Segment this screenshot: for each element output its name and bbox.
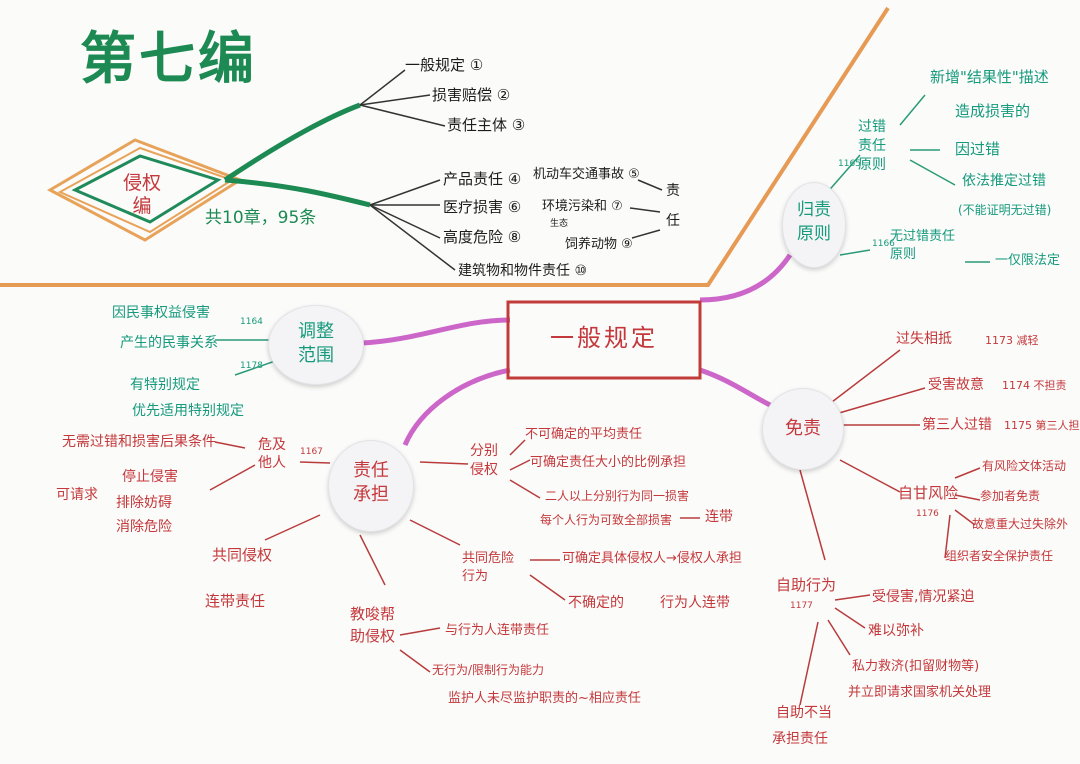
erren-text: 二人以上分别行为同一损害: [545, 489, 690, 503]
yin-guocuo-text: 因过错: [955, 140, 1001, 158]
top-branch-lines: [359, 69, 663, 271]
tiaozheng-number-1: 1164: [240, 317, 263, 327]
shouhai-result: 1174 不担责: [1002, 379, 1067, 392]
rhombus-label: 侵权编: [122, 172, 161, 217]
rhombus-inner: [71, 154, 222, 224]
ziyuan-number: 1176: [916, 509, 939, 519]
zaocheng-text: 造成损害的: [955, 102, 1031, 120]
responsibility-char-1: 责: [666, 183, 680, 199]
zizhu-number: 1177: [790, 601, 813, 611]
branch-item: 损害赔偿 ②: [432, 86, 511, 104]
xingwei-liandai-text: 行为人连带: [660, 595, 730, 611]
wu-text: 无行为/限制行为能力: [432, 663, 545, 677]
orange-divider-line: [0, 6, 890, 287]
motor-vehicle-item: 机动车交通事故 ⑤: [533, 167, 640, 182]
disan-label: 第三人过错: [922, 417, 992, 433]
animal-item: 饲养动物 ⑨: [565, 237, 633, 252]
page-title: 第七编: [80, 27, 257, 92]
guoshi-result: 1173 减轻: [985, 334, 1039, 347]
wuguocuo-label: 无过错责任原则: [890, 229, 956, 262]
ziyuan-item-3: 故意重大过失除外: [972, 517, 1069, 531]
responsibility-char-2: 任: [666, 213, 680, 229]
wuxu-text: 无需过错和损害后果条件: [62, 434, 216, 450]
tiaozheng-lines: [215, 339, 279, 376]
pink-connectors: [361, 253, 793, 447]
tingzhi-text: 停止侵害: [122, 469, 178, 485]
paichu-text: 排除妨碍: [116, 495, 172, 511]
zizhu-item-3: 私力救济(扣留财物等): [852, 659, 980, 674]
ziyuan-item-1: 有风险文体活动: [982, 459, 1067, 473]
zizhu-item-1: 受侵害,情况紧迫: [872, 589, 975, 605]
jianhu-text: 监护人未尽监护职责的~相应责任: [448, 691, 641, 706]
keque-text: 可确定责任大小的比例承担: [530, 455, 687, 470]
tiaozheng-line-2: 产生的民事关系: [120, 335, 218, 351]
center-box-outline: [506, 300, 702, 380]
zeren-bubble: 责任承担: [328, 440, 414, 532]
jinxian-text: 一仅限法定: [995, 253, 1061, 268]
branch-upper: [223, 102, 361, 183]
branch-item: 责任主体 ③: [447, 116, 526, 134]
buqueding-text: 不确定的: [568, 595, 624, 611]
wuguocuo-number: 1166: [872, 239, 895, 249]
branch-item: 医疗损害 ⑥: [443, 198, 522, 216]
gongtong-wei-text: 共同危险行为: [462, 551, 515, 585]
meiren-text: 每个人行为可致全部损害: [540, 513, 673, 527]
xinzeng-text: 新增"结果性"描述: [930, 68, 1049, 86]
environment-item: 环境污染和 ⑦: [542, 199, 623, 214]
liandai2-text: 连带: [705, 509, 733, 525]
zeren-bubble-label: 责任承担: [353, 460, 389, 506]
guize-bubble: 归责原则: [782, 182, 846, 268]
zizhu-item-4: 并立即请求国家机关处理: [848, 685, 992, 700]
branch-item: 一般规定 ①: [405, 56, 484, 74]
keqingqiu-text: 可请求: [56, 487, 98, 503]
fenbie-text: 分别侵权: [470, 443, 498, 478]
gongtong-text: 共同侵权: [212, 546, 273, 564]
guoshi-label: 过失相抵: [896, 331, 952, 347]
tiaozheng-bubble: 调整范围: [268, 305, 364, 385]
buneng-text: (不能证明无过错): [958, 203, 1052, 217]
red-lines: [209, 349, 981, 706]
branch-item: 建筑物和物件责任 ⑩: [458, 263, 588, 279]
bukeque-text: 不可确定的平均责任: [525, 427, 643, 442]
yifa-text: 依法推定过错: [962, 173, 1046, 189]
mianze-bubble-label: 免责: [785, 418, 821, 439]
tiaozheng-number-2: 1178: [240, 361, 263, 371]
center-node: 一般规定: [550, 324, 658, 352]
tiaozheng-line-4: 优先适用特别规定: [132, 403, 244, 419]
tiaozheng-line-1: 因民事权益侵害: [112, 305, 210, 321]
total-chapters: 共10章，95条: [205, 208, 317, 228]
disan-result: 1175 第三人担: [1004, 419, 1080, 432]
zizhu-label: 自助行为: [776, 576, 837, 594]
zizhu-item-2: 难以弥补: [868, 623, 924, 639]
guocuo-label: 过错责任原则: [858, 119, 886, 173]
ziyuan-item-4: 组织者安全保护责任: [945, 549, 1054, 563]
weiji-text: 危及他人: [258, 437, 286, 472]
jiaosuo-text: 教唆帮助侵权: [350, 605, 396, 645]
shouhai-label: 受害故意: [928, 377, 984, 393]
tiaozheng-bubble-label: 调整范围: [298, 321, 334, 367]
ziyuan-label: 自甘风险: [898, 484, 959, 502]
zizhu-item-5: 自助不当: [776, 705, 832, 721]
tiaozheng-line-3: 有特别规定: [130, 377, 200, 393]
branch-item: 产品责任 ④: [443, 170, 522, 188]
ziyuan-item-2: 参加者免责: [980, 489, 1041, 503]
mianze-bubble: 免责: [762, 388, 844, 470]
branch-lower: [224, 177, 371, 208]
guocuo-number: 1165: [838, 159, 861, 169]
xiaochu-text: 消除危险: [116, 519, 172, 535]
weiji-number: 1167: [300, 447, 323, 457]
branch-item: 高度危险 ⑧: [443, 228, 522, 246]
liandai-text: 连带责任: [205, 592, 266, 610]
zizhu-item-6: 承担责任: [772, 731, 828, 747]
environment-note: 生态: [550, 219, 569, 229]
kequeding-text: 可确定具体侵权人→侵权人承担: [562, 551, 742, 566]
yu-text: 与行为人连带责任: [445, 623, 550, 638]
guize-bubble-label: 归责原则: [797, 200, 831, 244]
